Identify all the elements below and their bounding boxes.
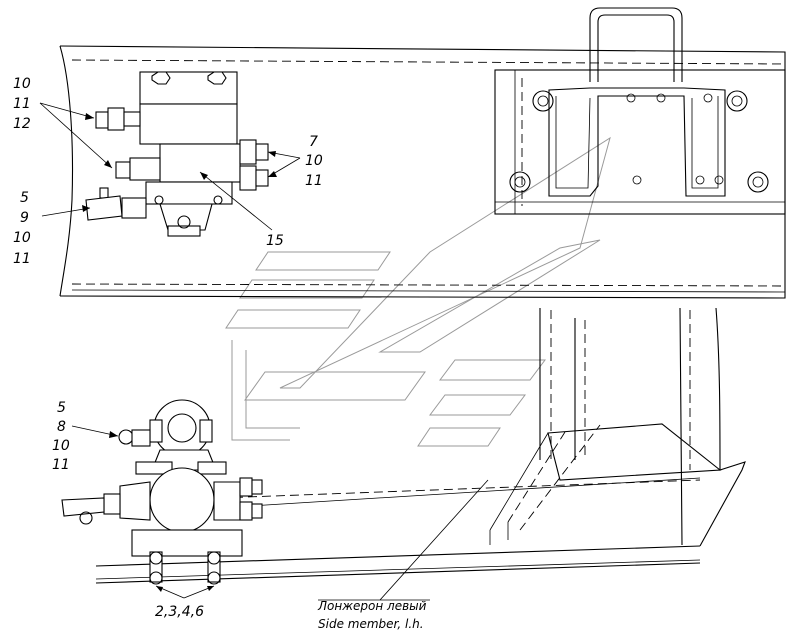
callout-number: 7 (309, 134, 318, 150)
watermark-logo (225, 136, 611, 447)
lower-side-member (95, 477, 701, 584)
callout-number: 9 (20, 210, 29, 226)
callout-number: 5 (57, 400, 66, 416)
callout-number: 10 (305, 153, 323, 169)
callout-number: 12 (13, 116, 31, 132)
mounting-bracket-plate (494, 69, 786, 215)
callout-group-top-left-2: 5 9 10 11 (13, 190, 31, 267)
callout-number: 5 (20, 190, 29, 206)
callout-number: 11 (52, 457, 70, 473)
callout-group-top-left-1: 10 11 12 (13, 76, 31, 132)
upper-valve-assembly (85, 71, 269, 237)
callout-number: 8 (57, 419, 66, 435)
callout-group-top-right: 7 10 11 (305, 134, 323, 189)
callout-number: 10 (52, 438, 70, 454)
callout-number: 11 (13, 251, 31, 267)
callout-group-bottom-left: 5 8 10 11 (52, 400, 70, 473)
callout-number: 11 (305, 173, 323, 189)
upper-leader-lines (39, 102, 301, 231)
callout-number: 10 (13, 76, 31, 92)
callout-number-15: 15 (266, 233, 284, 249)
callout-number-2-3-4-6: 2,3,4,6 (155, 604, 204, 620)
caption-russian: Лонжерон левый (317, 599, 427, 613)
callout-number: 11 (13, 96, 31, 112)
lower-leader-lines (71, 425, 489, 601)
caption-english: Side member, l.h. (318, 617, 424, 631)
lower-valve-assembly (61, 399, 263, 585)
callout-number: 10 (13, 230, 31, 246)
u-bolt-clamp (548, 7, 726, 197)
cross-member (489, 307, 746, 547)
